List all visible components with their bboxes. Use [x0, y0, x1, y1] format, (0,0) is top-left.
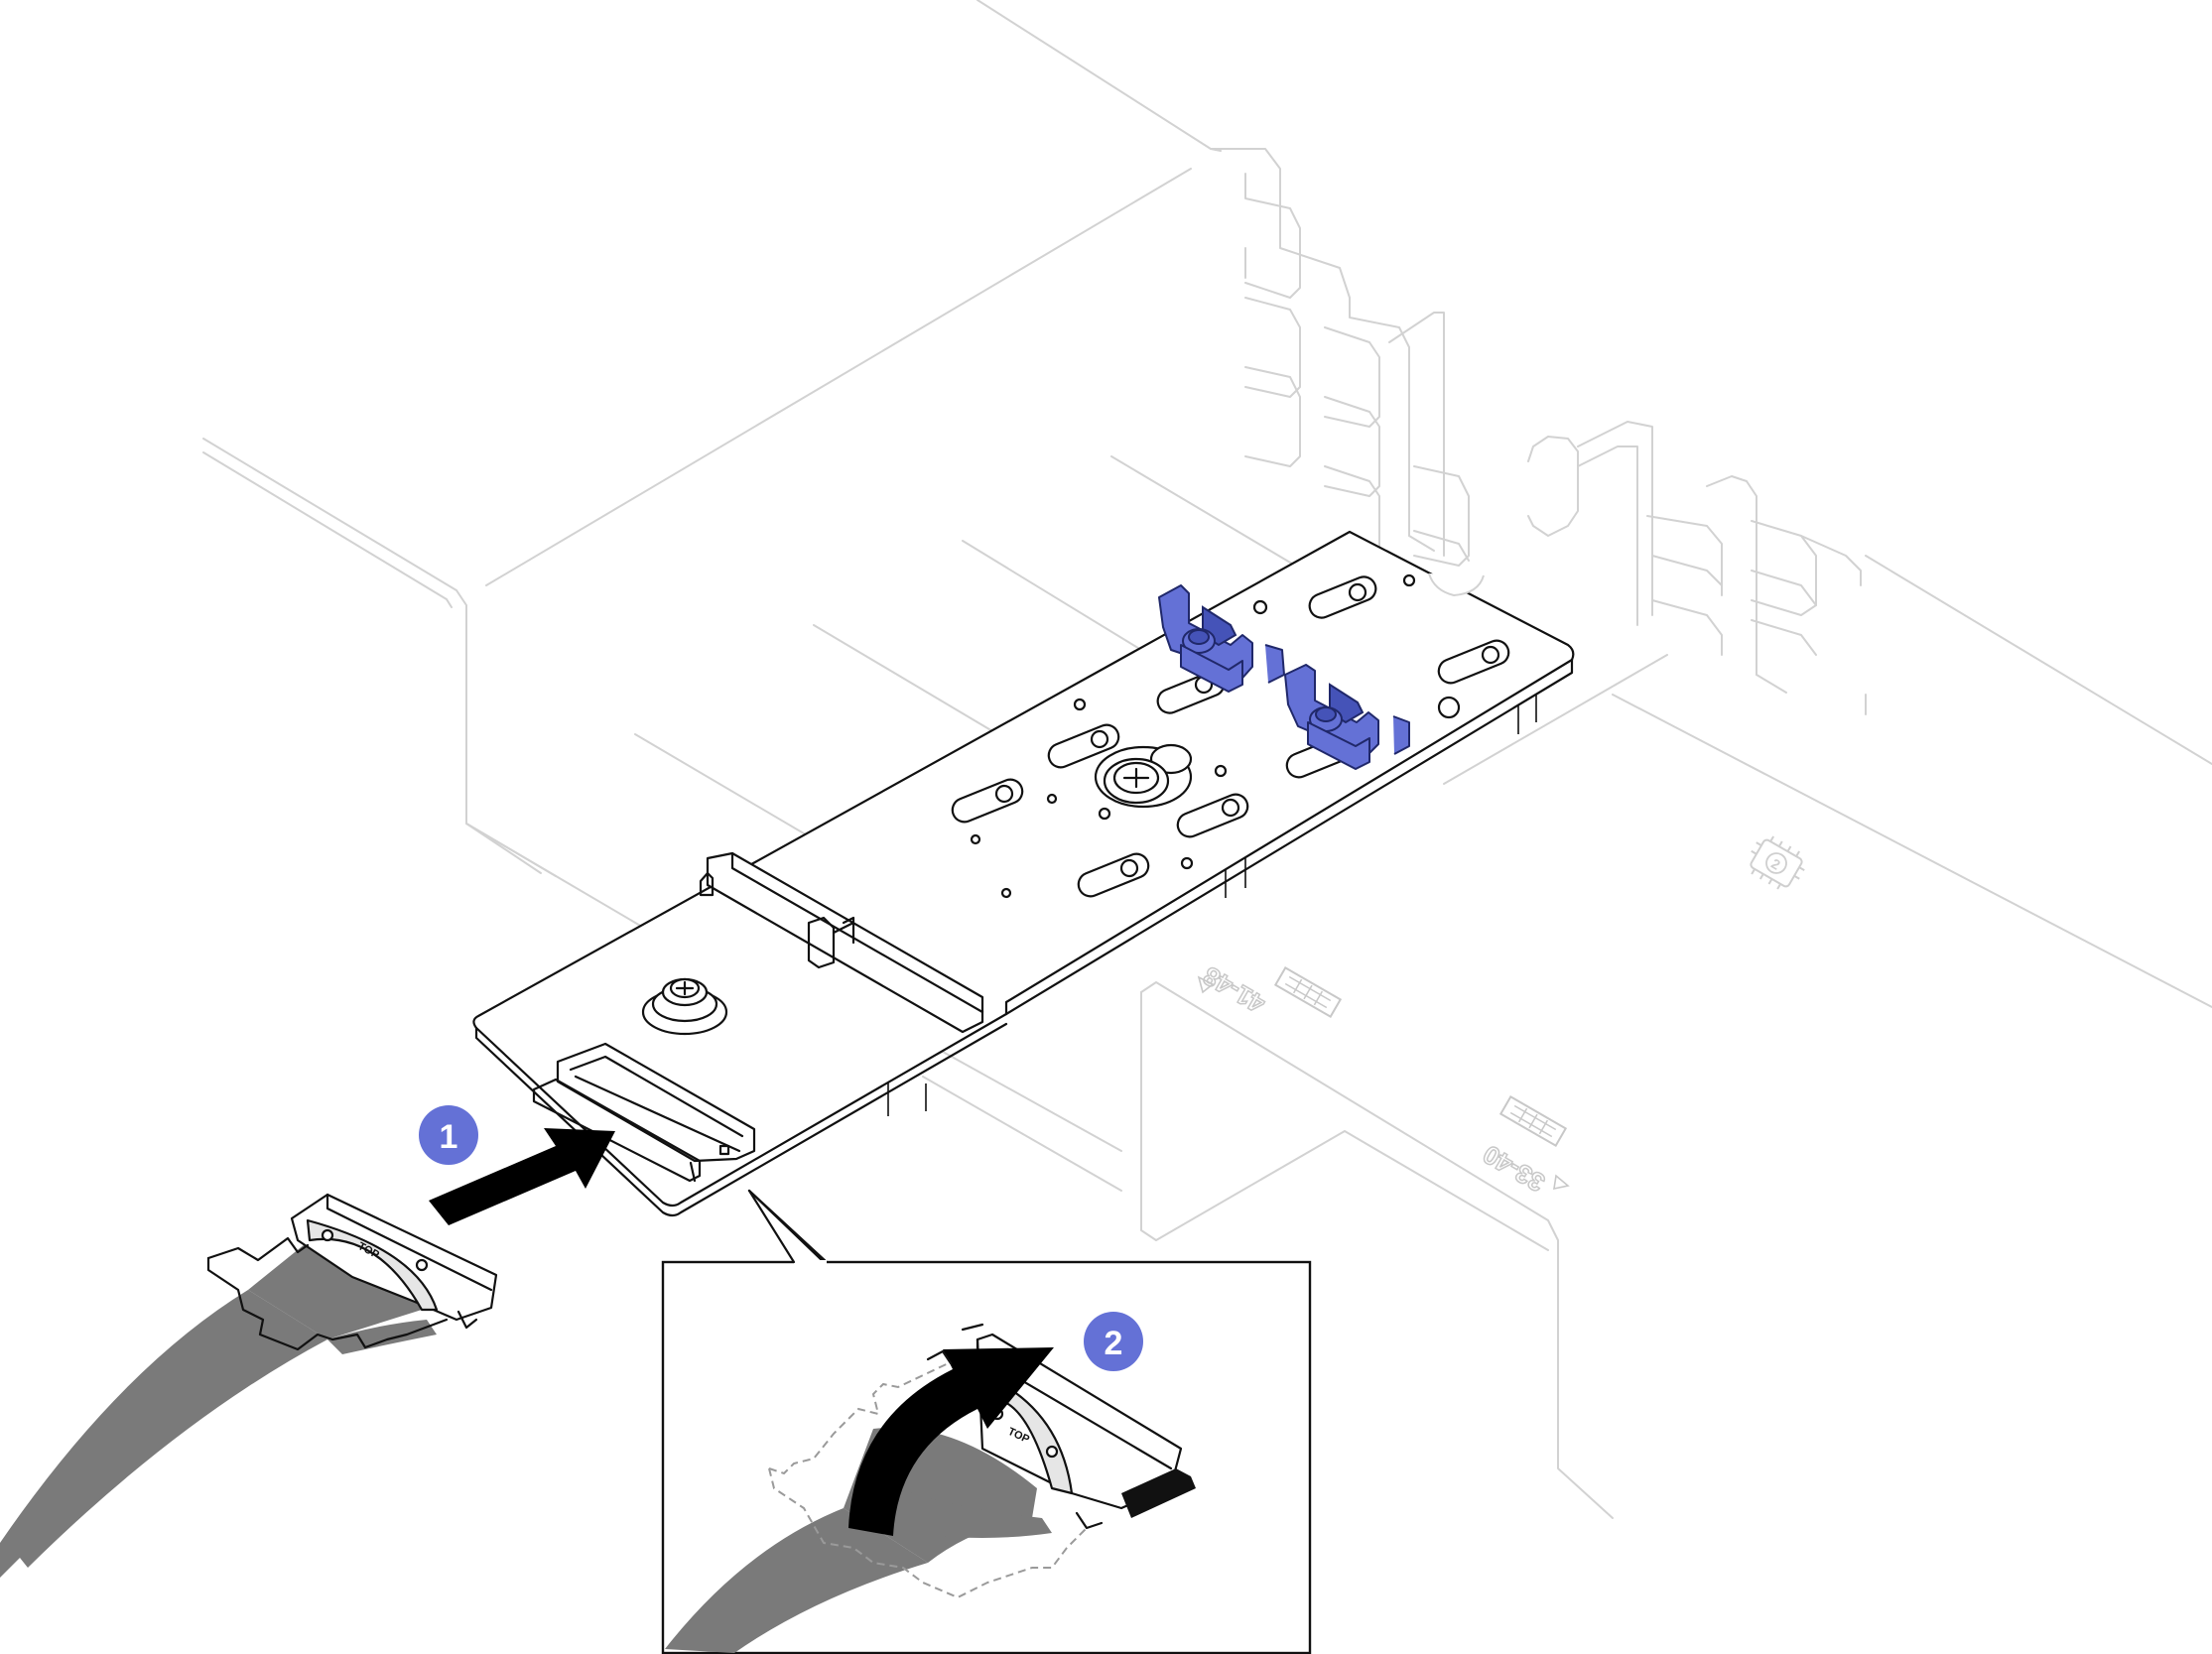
step-1-callout: 1 [419, 1105, 478, 1165]
step-2-callout: 2 [1084, 1312, 1143, 1371]
retainer-clip-2 [1284, 664, 1410, 770]
retainer-clip-1 [1158, 584, 1285, 693]
board-thumbscrew [641, 977, 728, 1036]
m2-backplane [472, 530, 1575, 1217]
arrow-right-icon [429, 1128, 615, 1225]
bay-label-a: 41-48 [1197, 959, 1343, 1020]
bay-label-b: 33-40 [1477, 1094, 1570, 1199]
chassis-outline [202, 0, 2212, 1519]
signal-cable: TOP [0, 1193, 498, 1578]
step-2-number: 2 [1105, 1325, 1123, 1362]
detail-inset: TOP 2 [661, 1189, 1312, 1654]
curved-arrow-icon [848, 1347, 1054, 1536]
board-screw [1094, 743, 1193, 809]
cable-receptacle [532, 1042, 756, 1183]
keyhole-slots [951, 575, 1510, 898]
bay-range-b: 33-40 [1478, 1139, 1550, 1198]
chip-icon [1750, 835, 1805, 890]
m2-slot-connector [699, 851, 984, 1034]
mount-holes [970, 573, 1461, 899]
bay-range-a: 41-48 [1198, 960, 1270, 1019]
step-1-number: 1 [440, 1118, 458, 1156]
processor-mark: 2 [1750, 835, 1805, 890]
drive-bay-icon [1273, 965, 1343, 1019]
drive-bay-icon [1498, 1094, 1568, 1148]
